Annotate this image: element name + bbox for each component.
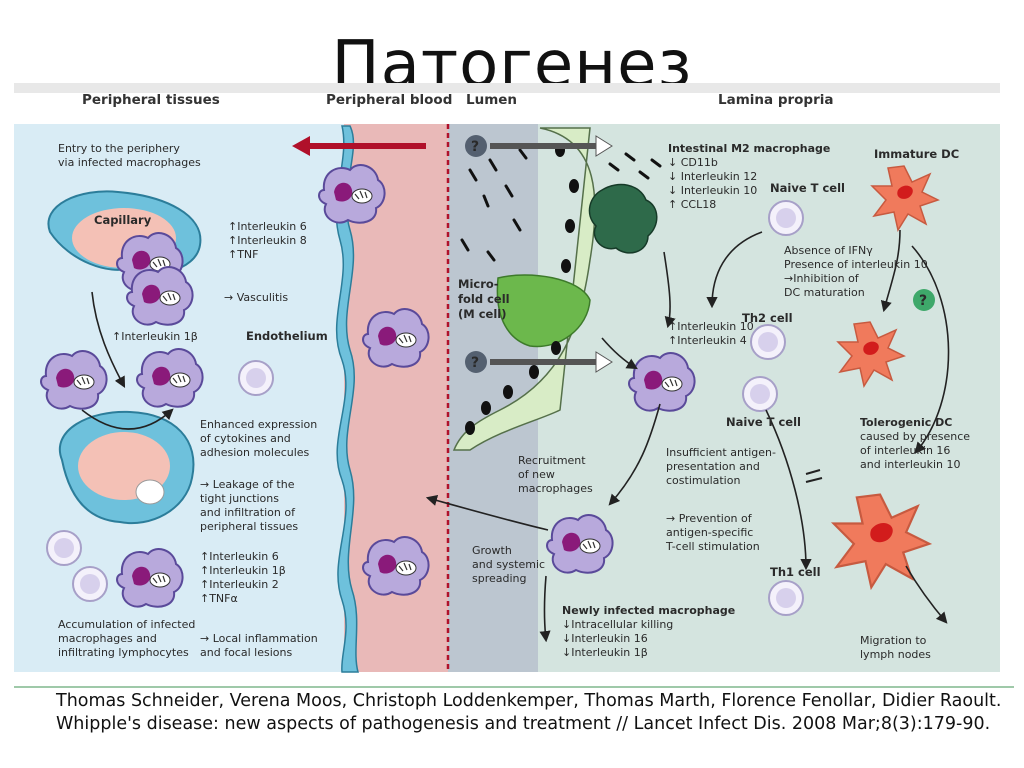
t-cell-icon (768, 580, 804, 616)
t-cell-icon (238, 360, 274, 396)
question-marker-dc: ? (913, 289, 935, 311)
macrophage-icon (546, 514, 614, 574)
macrophage-icon (362, 536, 430, 596)
th2-label: Th2 cell (742, 311, 793, 325)
macrophage-icon (126, 266, 194, 326)
macrophage-icon (362, 308, 430, 368)
macrophage-icon (318, 164, 386, 224)
macrophage-icon (116, 548, 184, 608)
pathogenesis-diagram: Peripheral tissues Peripheral blood Lume… (14, 83, 1000, 673)
il1b-label: ↑Interleukin 1β (112, 330, 198, 343)
header-peripheral-blood: Peripheral blood (326, 92, 452, 108)
interleukin-set-1: ↑Interleukin 6↑Interleukin 8↑TNF (228, 220, 307, 261)
t-cell-icon (46, 530, 82, 566)
m-cell-label: Micro-fold cell(M cell) (458, 277, 510, 321)
t-cell-icon (72, 566, 108, 602)
m2-macrophage (588, 183, 658, 254)
m-cell (496, 274, 591, 348)
bacteria-icon (460, 148, 662, 262)
th1-label: Th1 cell (770, 565, 821, 579)
naive-t-cell-label-1: Naive T cell (770, 181, 845, 195)
header-lamina-propria: Lamina propria (718, 92, 833, 108)
m2-macrophage-label: Intestinal M2 macrophage↓ CD11b↓ Interle… (668, 142, 830, 211)
macrophage-icon (40, 350, 108, 410)
header-peripheral-tissues: Peripheral tissues (82, 92, 220, 108)
naive-t-cell-label-2: Naive T cell (726, 415, 801, 429)
il10-il4-label: ↑Interleukin 10↑Interleukin 4 (668, 320, 754, 347)
question-marker-top: ? (465, 135, 487, 157)
capillary-label: Capillary (94, 213, 152, 227)
interleukin-set-2: ↑Interleukin 6↑Interleukin 1β↑Interleuki… (200, 550, 286, 605)
t-cell-icon (750, 324, 786, 360)
question-marker-mid: ? (465, 351, 487, 373)
macrophage-icon (628, 352, 696, 412)
svg-text:?: ? (471, 139, 479, 155)
svg-text:?: ? (471, 355, 479, 371)
macrophage-icon (136, 348, 204, 408)
epithelium-layer (452, 127, 596, 451)
newly-infected-label: Newly infected macrophage↓Intracellular … (562, 604, 735, 659)
citation-text: Thomas Schneider, Verena Moos, Christoph… (56, 691, 1002, 734)
footer-divider (14, 686, 1014, 688)
vasculitis-label: → Vasculitis (224, 291, 288, 304)
endothelium-wall (335, 125, 359, 673)
endothelium-label: Endothelium (246, 329, 328, 343)
header-lumen: Lumen (466, 92, 517, 108)
t-cell-icon (742, 376, 778, 412)
immature-dc-label: Immature DC (874, 147, 959, 161)
svg-text:?: ? (919, 293, 927, 309)
t-cell-icon (768, 200, 804, 236)
